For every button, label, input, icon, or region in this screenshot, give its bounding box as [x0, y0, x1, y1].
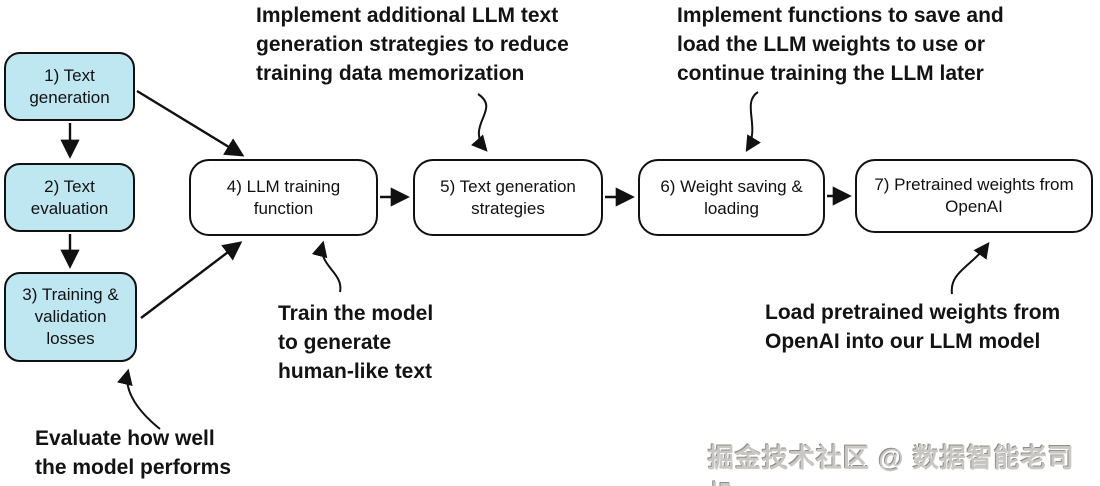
- box-label: 3) Training & validation losses: [22, 285, 119, 348]
- arrow-ann2-to-box6: [745, 91, 761, 153]
- arrow-box3-to-box4: [140, 241, 243, 319]
- box-label: 1) Text generation: [29, 65, 110, 107]
- annotation-evaluate-model: Evaluate how well the model performs: [35, 427, 232, 479]
- box-training-validation-losses: 3) Training & validation losses: [4, 272, 137, 362]
- box-text-evaluation: 2) Text evaluation: [4, 163, 135, 232]
- box-label: 2) Text evaluation: [30, 176, 109, 218]
- arrow-ann3-to-box4: [311, 240, 342, 293]
- arrow-box1-to-box4: [136, 89, 245, 157]
- box-label: 7) Pretrained weights from OpenAI: [874, 175, 1074, 216]
- arrow-ann4-to-box7: [950, 242, 990, 295]
- box-label: 5) Text generation strategies: [440, 176, 576, 218]
- arrow-ann1-to-box5: [471, 93, 488, 152]
- annotation-train-model: Train the model to generate human-like t…: [278, 302, 434, 383]
- annotation-save-load-weights: Implement functions to save and load the…: [677, 4, 1004, 85]
- watermark-text: 掘金技术社区 @ 数据智能老司机: [708, 443, 1075, 486]
- annotation-generation-strategies: Implement additional LLM text generation…: [256, 4, 569, 85]
- box-label: 6) Weight saving & loading: [660, 176, 803, 218]
- box-text-generation: 1) Text generation: [4, 52, 135, 121]
- annotation-load-pretrained: Load pretrained weights from OpenAI into…: [765, 301, 1061, 353]
- box-llm-training-function: 4) LLM training function: [189, 159, 378, 236]
- box-weight-saving-loading: 6) Weight saving & loading: [638, 159, 825, 236]
- arrow-ann5-to-box3: [117, 368, 161, 430]
- box-text-generation-strategies: 5) Text generation strategies: [413, 159, 603, 236]
- box-label: 4) LLM training function: [226, 176, 341, 218]
- box-pretrained-weights-openai: 7) Pretrained weights from OpenAI: [855, 159, 1093, 233]
